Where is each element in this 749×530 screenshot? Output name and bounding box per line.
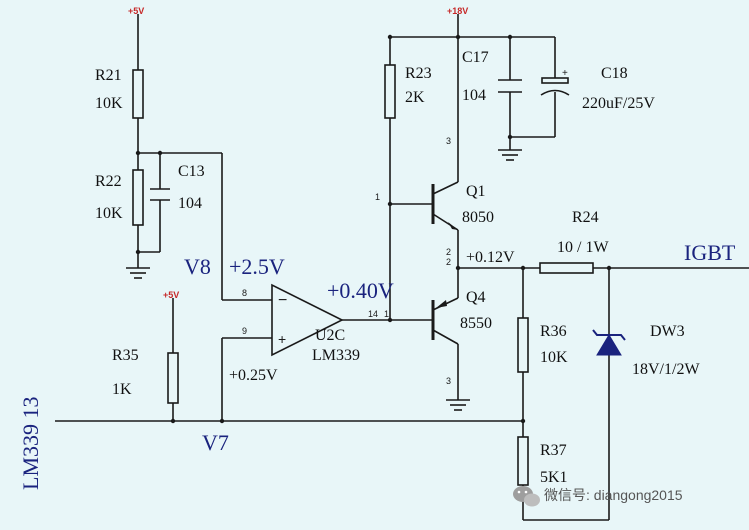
watermark-text: 微信号: diangong2015: [544, 487, 683, 503]
capacitor-c18: [540, 77, 570, 96]
input-label-lm339-13: LM339 13: [18, 397, 43, 491]
resistor-r22: [132, 169, 144, 226]
label-r36: R36: [540, 323, 567, 340]
plus-sign: +: [278, 331, 286, 347]
capacitor-c13: [150, 188, 170, 201]
pin-number-q4-emitter: 2: [446, 257, 451, 267]
wires: [55, 14, 749, 521]
junction-dots: [135, 34, 612, 424]
label-q1-value: 8050: [462, 209, 494, 226]
label-r24-value: 10 / 1W: [557, 239, 609, 256]
label-r23: R23: [405, 65, 432, 82]
label-c17-value: 104: [462, 87, 486, 104]
pin-number-1-out: 1: [384, 309, 389, 319]
label-c17: C17: [462, 49, 489, 66]
ground-symbol-2: [498, 149, 522, 161]
label-c18-value: 220uF/25V: [582, 95, 655, 112]
voltage-label-0-40v: +0.40V: [327, 278, 394, 303]
wechat-watermark: 微信号: diangong2015: [513, 486, 683, 507]
label-r21-value: 10K: [95, 95, 123, 112]
label-q1: Q1: [466, 183, 486, 200]
label-r37-value: 5K1: [540, 469, 568, 486]
pin-number-8: 8: [242, 288, 247, 298]
node-label-v8: V8: [184, 254, 211, 279]
resistor-r23: [384, 64, 396, 119]
label-c18: C18: [601, 65, 628, 82]
zener-diode-dw3: [592, 329, 626, 356]
label-r21: R21: [95, 67, 122, 84]
pin-number-14: 14: [368, 309, 378, 319]
capacitor-c17: [498, 79, 522, 93]
voltage-label-0-12v: +0.12V: [466, 249, 515, 266]
wechat-icon: [513, 486, 540, 507]
pin-number-q1-base: 1: [375, 192, 380, 202]
transistor-q1: [431, 181, 459, 231]
voltage-label-0-25v: +0.25V: [229, 367, 278, 384]
label-r24: R24: [572, 209, 599, 226]
label-dw3-value: 18V/1/2W: [632, 361, 700, 378]
pin-number-9: 9: [242, 326, 247, 336]
pin-number-q4-collector: 3: [446, 376, 451, 386]
ground-symbol-1: [126, 265, 150, 279]
label-r35: R35: [112, 347, 139, 364]
pin-number-q1-collector: 3: [446, 136, 451, 146]
label-c13: C13: [178, 163, 205, 180]
label-r23-value: 2K: [405, 89, 425, 106]
label-q4-value: 8550: [460, 315, 492, 332]
c18-polarity-mark: +: [562, 68, 568, 79]
resistor-r36: [517, 317, 529, 373]
transistor-q4: [431, 297, 459, 345]
label-r35-value: 1K: [112, 381, 132, 398]
pin-number-q1-emitter: 2: [446, 247, 451, 257]
rail-label-5v-bottom: +5V: [163, 290, 179, 300]
rail-label-5v-top: +5V: [128, 6, 144, 16]
label-r22-value: 10K: [95, 205, 123, 222]
label-r36-value: 10K: [540, 349, 568, 366]
label-c13-value: 104: [178, 195, 202, 212]
label-q4: Q4: [466, 289, 486, 306]
node-label-v7: V7: [202, 430, 229, 455]
label-u2c-value: LM339: [312, 347, 360, 364]
label-r22: R22: [95, 173, 122, 190]
resistor-r37: [517, 436, 529, 486]
resistor-r24: [539, 262, 594, 274]
label-u2c: U2C: [315, 327, 345, 344]
rail-label-18v: +18V: [447, 6, 468, 16]
label-r37: R37: [540, 442, 567, 459]
output-label-igbt: IGBT: [684, 240, 736, 265]
label-dw3: DW3: [650, 323, 685, 340]
resistor-r35: [167, 352, 179, 404]
ground-symbol-3: [446, 399, 470, 411]
resistor-r21: [132, 69, 144, 119]
comparator-u2c: [271, 283, 344, 357]
voltage-label-2-5v: +2.5V: [229, 254, 285, 279]
minus-sign: −: [278, 292, 287, 309]
